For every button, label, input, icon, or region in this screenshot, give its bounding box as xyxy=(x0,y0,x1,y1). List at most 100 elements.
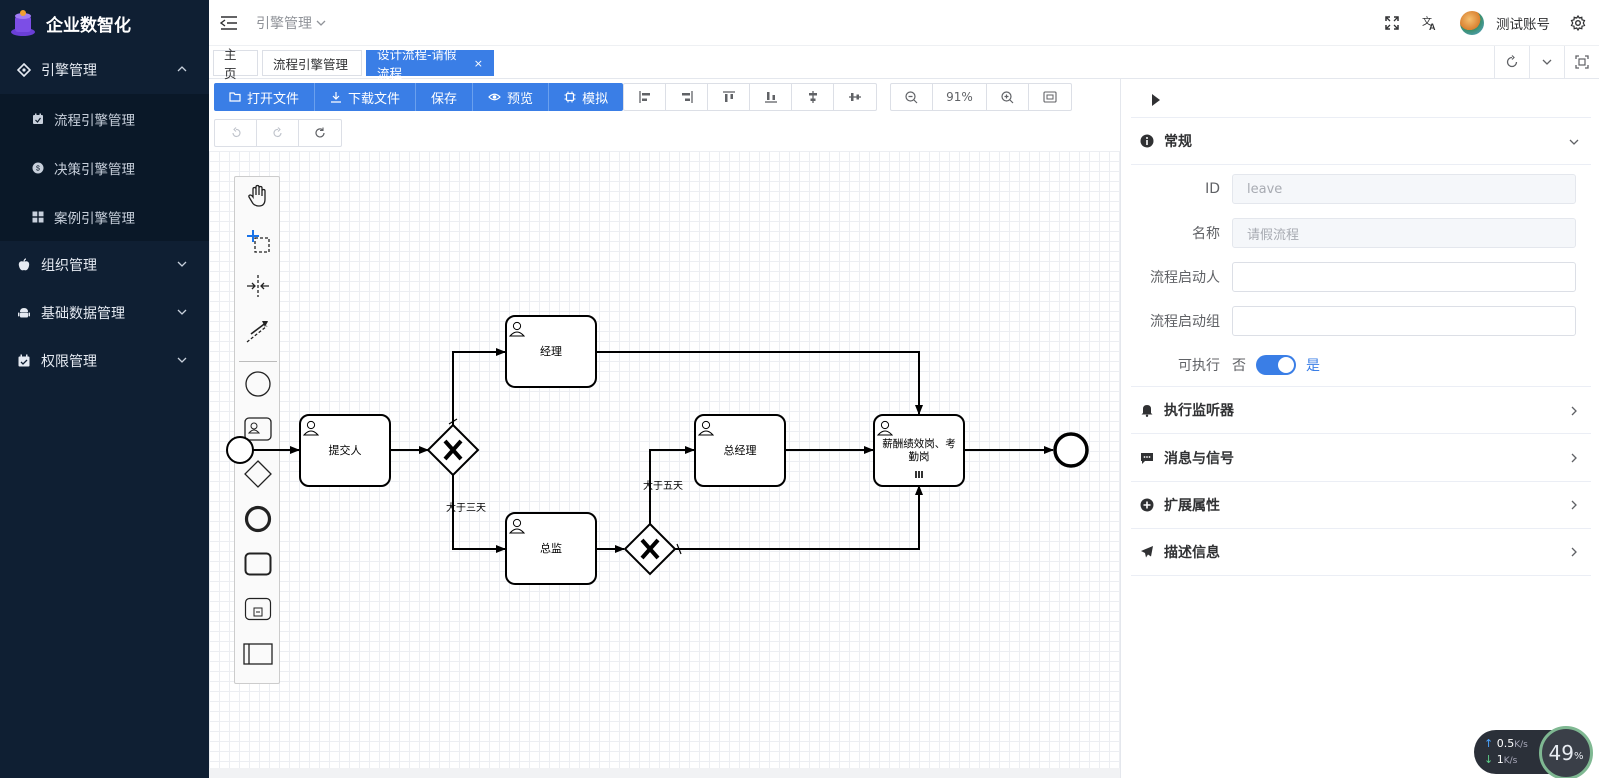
chevron-down-icon xyxy=(1542,59,1552,65)
menu-group-permission[interactable]: 权限管理 xyxy=(0,337,209,385)
zoom-out-button[interactable] xyxy=(891,84,933,110)
upload-value: 0.5 xyxy=(1496,737,1515,750)
start-event[interactable] xyxy=(226,436,254,464)
create-start-event[interactable] xyxy=(241,367,275,401)
create-user-task[interactable] xyxy=(241,412,275,446)
refresh-tab-button[interactable] xyxy=(1494,46,1529,78)
menu-group-org[interactable]: 组织管理 xyxy=(0,241,209,289)
task-submitter[interactable]: 提交人 xyxy=(299,414,391,487)
sequence-flow[interactable] xyxy=(649,446,695,524)
create-end-event[interactable] xyxy=(241,502,275,536)
fit-screen-icon xyxy=(1043,91,1057,103)
section-description[interactable]: 描述信息 xyxy=(1131,528,1591,576)
network-speed-widget[interactable]: ↑ 0.5K/s ↓ 1K/s 49% xyxy=(1474,726,1593,778)
menu-group-basedata[interactable]: 基础数据管理 xyxy=(0,289,209,337)
starter-group-input[interactable] xyxy=(1232,306,1576,336)
task-general-manager[interactable]: 总经理 xyxy=(694,414,786,487)
flow-label-gt5: 大于五天 xyxy=(643,479,683,492)
reset-button[interactable] xyxy=(299,120,341,146)
coin-icon: $ xyxy=(32,162,44,174)
lasso-tool[interactable] xyxy=(241,224,275,258)
user-icon xyxy=(697,420,715,436)
play-icon[interactable] xyxy=(1151,93,1161,107)
sidebar-item-case-engine[interactable]: 案例引擎管理 xyxy=(0,192,209,241)
translate-icon[interactable]: 文A xyxy=(1422,15,1438,31)
create-task[interactable] xyxy=(241,547,275,581)
chevron-down-icon xyxy=(1569,139,1579,145)
zoom-in-button[interactable] xyxy=(987,84,1029,110)
close-icon[interactable]: × xyxy=(473,56,483,70)
gear-icon[interactable] xyxy=(1570,15,1586,31)
task-payroll-attendance[interactable]: 薪酬绩效岗、考 勤岗 xyxy=(873,414,965,487)
name-input[interactable]: 请假流程 xyxy=(1232,218,1576,248)
starter-input[interactable] xyxy=(1232,262,1576,292)
create-pool[interactable] xyxy=(241,637,275,671)
field-label: 流程启动人 xyxy=(1150,270,1220,286)
sidebar-item-process-engine[interactable]: 流程引擎管理 xyxy=(0,94,209,143)
section-execution-listeners[interactable]: 执行监听器 xyxy=(1131,386,1591,434)
sequence-flow[interactable] xyxy=(675,485,923,550)
preview-button[interactable]: 预览 xyxy=(473,83,550,111)
section-extension-properties[interactable]: 扩展属性 xyxy=(1131,481,1591,529)
diamond-icon xyxy=(17,63,31,77)
maximize-tab-button[interactable] xyxy=(1564,46,1599,78)
undo-button[interactable] xyxy=(215,120,257,146)
exclusive-gateway-2[interactable] xyxy=(623,522,677,576)
avatar[interactable] xyxy=(1460,11,1484,35)
field-executable: 可执行 否 是 xyxy=(1131,350,1591,380)
tab-design-process[interactable]: 设计流程-请假流程× xyxy=(366,47,494,81)
menu-fold-icon[interactable] xyxy=(220,15,238,30)
sequence-flow[interactable] xyxy=(452,475,506,553)
sequence-flow[interactable] xyxy=(452,348,506,425)
canvas-scrollbar[interactable] xyxy=(209,768,1120,778)
menu-group-engine[interactable]: 引擎管理 xyxy=(0,46,209,94)
align-bottom-button[interactable] xyxy=(750,84,792,110)
hand-tool[interactable] xyxy=(241,179,275,213)
redo-button[interactable] xyxy=(257,120,299,146)
fit-viewport-button[interactable] xyxy=(1029,84,1071,110)
sidebar-item-decision-engine[interactable]: $ 决策引擎管理 xyxy=(0,143,209,192)
tab-label: 流程引擎管理 xyxy=(273,56,349,72)
speed-unit: K/s xyxy=(1514,740,1528,750)
space-tool[interactable] xyxy=(241,269,275,303)
tabs-dropdown-button[interactable] xyxy=(1529,46,1564,78)
open-file-button[interactable]: 打开文件 xyxy=(214,83,316,111)
section-messages-signals[interactable]: 消息与信号 xyxy=(1131,434,1591,482)
create-gateway[interactable] xyxy=(241,457,275,491)
id-input[interactable]: leave xyxy=(1232,174,1576,204)
align-right-button[interactable] xyxy=(666,84,708,110)
task-director[interactable]: 总监 xyxy=(505,512,597,585)
align-middle-button[interactable] xyxy=(834,84,876,110)
bpmn-canvas[interactable]: 提交人 大于三天 经理 xyxy=(209,151,1120,768)
task-manager[interactable]: 经理 xyxy=(505,315,597,388)
usage-percent: 49 xyxy=(1548,741,1574,765)
save-button[interactable]: 保存 xyxy=(416,83,474,111)
executable-switch[interactable] xyxy=(1256,355,1296,375)
apple-icon xyxy=(17,258,31,272)
download-file-button[interactable]: 下载文件 xyxy=(315,83,417,111)
simulate-button[interactable]: 模拟 xyxy=(549,83,624,111)
end-event[interactable] xyxy=(1053,432,1089,468)
svg-text:$: $ xyxy=(36,165,40,172)
fullscreen-icon[interactable] xyxy=(1384,15,1400,31)
section-general-header[interactable]: 常规 xyxy=(1131,117,1591,165)
space-icon xyxy=(247,275,269,297)
user-name[interactable]: 测试账号 xyxy=(1496,17,1550,33)
tab-home[interactable]: 主页 xyxy=(213,47,258,81)
align-left-button[interactable] xyxy=(624,84,666,110)
create-subprocess[interactable] xyxy=(241,592,275,626)
undo-icon xyxy=(231,127,241,137)
logo[interactable]: 企业数智化 xyxy=(0,0,209,46)
task-label: 提交人 xyxy=(329,443,362,457)
zoom-toolbar: 91% xyxy=(890,83,1072,111)
tab-process-engine[interactable]: 流程引擎管理 xyxy=(262,50,362,76)
exclusive-gateway-1[interactable] xyxy=(426,423,480,477)
align-center-button[interactable] xyxy=(792,84,834,110)
align-top-button[interactable] xyxy=(708,84,750,110)
sequence-flow[interactable] xyxy=(596,351,923,415)
bpmn-diagram[interactable]: 提交人 大于三天 经理 xyxy=(209,151,1120,768)
breadcrumb[interactable]: 引擎管理 xyxy=(256,13,326,33)
properties-panel: 常规 ID leave 名称 请假流程 流程启动人 流程启动组 可执行 否 是 xyxy=(1120,79,1599,778)
global-connect-tool[interactable] xyxy=(241,314,275,348)
